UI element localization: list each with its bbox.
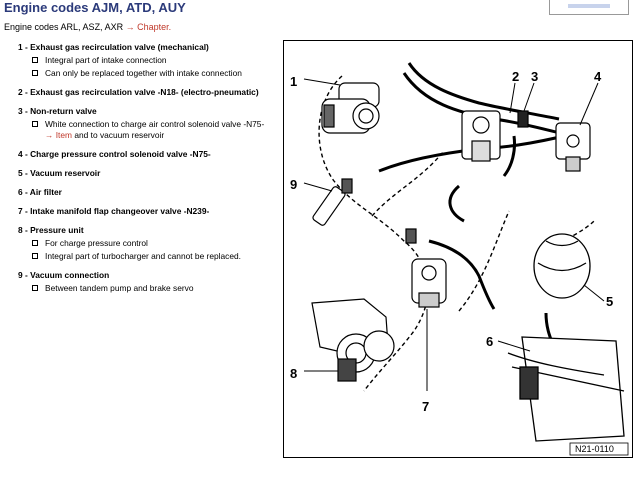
non-return-valve xyxy=(517,110,529,128)
sub-item: Integral part of intake connection xyxy=(18,55,273,66)
item-title: 9 - Vacuum connection xyxy=(18,270,110,280)
callout-6: 6 xyxy=(486,334,493,349)
chapter-link[interactable]: → Chapter. xyxy=(125,22,172,32)
leader-lines xyxy=(303,78,605,391)
charge-pressure-solenoid xyxy=(555,122,591,172)
intro-line: Engine codes ARL, ASZ, AXR → Chapter. xyxy=(4,22,171,32)
item-title: 2 - Exhaust gas recirculation valve -N18… xyxy=(18,87,259,97)
list-item: 3 - Non-return valve White connection to… xyxy=(18,106,273,141)
sub-item-text: For charge pressure control xyxy=(45,238,148,248)
item-title: 1 - Exhaust gas recirculation valve (mec… xyxy=(18,42,209,52)
parts-list: 1 - Exhaust gas recirculation valve (mec… xyxy=(18,42,273,302)
sub-item: Can only be replaced together with intak… xyxy=(18,68,273,79)
list-item: 6 - Air filter xyxy=(18,187,273,198)
sub-item-text: Integral part of intake connection xyxy=(45,55,167,65)
turbocharger-with-pressure-unit xyxy=(311,298,395,382)
item-title: 8 - Pressure unit xyxy=(18,225,84,235)
list-item: 1 - Exhaust gas recirculation valve (mec… xyxy=(18,42,273,79)
list-item: 2 - Exhaust gas recirculation valve -N18… xyxy=(18,87,273,98)
figure-id: N21-0110 xyxy=(575,444,614,454)
bullet-icon xyxy=(32,70,38,76)
header-thumbnail[interactable] xyxy=(549,0,629,15)
sub-item-text: Between tandem pump and brake servo xyxy=(45,283,194,293)
changeover-valve-7 xyxy=(405,228,447,308)
callout-1: 1 xyxy=(290,74,297,89)
sub-item: For charge pressure control xyxy=(18,238,273,249)
bullet-icon xyxy=(32,57,38,63)
callout-9: 9 xyxy=(290,177,297,192)
callout-7: 7 xyxy=(422,399,429,414)
sub-item-text: Can only be replaced together with intak… xyxy=(45,68,242,78)
list-item: 7 - Intake manifold flap changeover valv… xyxy=(18,206,273,217)
list-item: 5 - Vacuum reservoir xyxy=(18,168,273,179)
item-title: 6 - Air filter xyxy=(18,187,62,197)
list-item: 8 - Pressure unit For charge pressure co… xyxy=(18,225,273,262)
item-title: 5 - Vacuum reservoir xyxy=(18,168,101,178)
sub-item: Integral part of turbocharger and cannot… xyxy=(18,251,273,262)
sub-item-text: White connection to charge air control s… xyxy=(45,119,265,129)
sub-item-text-after: and to vacuum reservoir xyxy=(72,130,165,140)
callout-2: 2 xyxy=(512,69,519,84)
callout-3: 3 xyxy=(531,69,538,84)
vacuum-lines xyxy=(378,62,585,354)
item-title: 3 - Non-return valve xyxy=(18,106,97,116)
page-title: Engine codes AJM, ATD, AUY xyxy=(4,0,186,15)
callout-8: 8 xyxy=(290,366,297,381)
sub-item: Between tandem pump and brake servo xyxy=(18,283,273,294)
bullet-icon xyxy=(32,285,38,291)
egr-valve-mechanical xyxy=(321,82,380,134)
bullet-icon xyxy=(32,253,38,259)
item-link[interactable]: → Item xyxy=(45,130,72,140)
item-title: 4 - Charge pressure control solenoid val… xyxy=(18,149,211,159)
vacuum-reservoir xyxy=(533,233,591,299)
bullet-icon xyxy=(32,121,38,127)
figure-id-box xyxy=(569,442,629,456)
egr-valve-electro-pneumatic xyxy=(461,110,501,162)
item-title: 7 - Intake manifold flap changeover valv… xyxy=(18,206,210,216)
sub-item-text: Integral part of turbocharger and cannot… xyxy=(45,251,242,261)
vacuum-connection-9 xyxy=(312,178,353,226)
vacuum-hoses xyxy=(318,75,595,392)
bullet-icon xyxy=(32,240,38,246)
callout-4: 4 xyxy=(594,69,602,84)
list-item: 9 - Vacuum connection Between tandem pum… xyxy=(18,270,273,294)
vacuum-diagram: 1 2 3 4 5 6 7 8 9 N21-0110 xyxy=(283,40,633,458)
list-item: 4 - Charge pressure control solenoid val… xyxy=(18,149,273,160)
intro-text: Engine codes ARL, ASZ, AXR xyxy=(4,22,126,32)
callout-5: 5 xyxy=(606,294,613,309)
sub-item: White connection to charge air control s… xyxy=(18,119,273,141)
air-filter xyxy=(507,336,625,442)
